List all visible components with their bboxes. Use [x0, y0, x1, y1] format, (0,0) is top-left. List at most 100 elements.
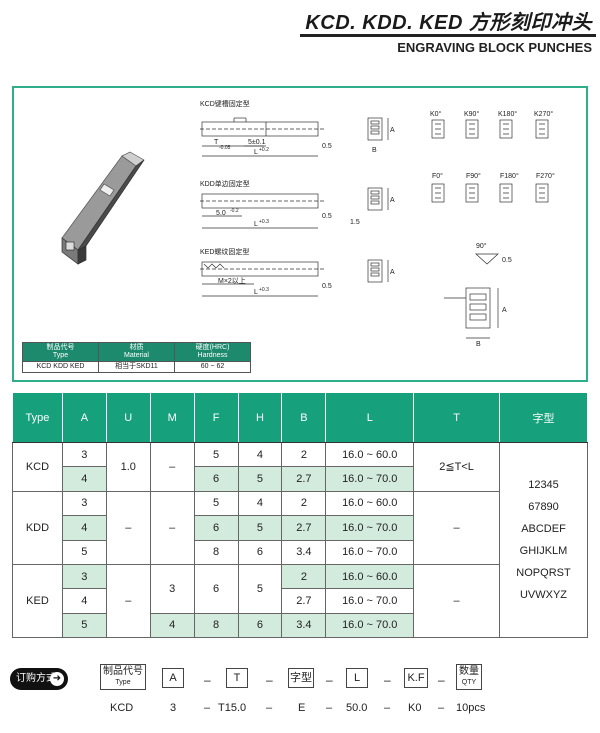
technical-drawing: KCD键槽固定型 T -0.05 5±0.1 L +0.2 0.5 KDD单边固…: [61, 99, 555, 348]
char-line: GHIJKLM: [519, 545, 568, 558]
order-dash: –: [204, 702, 211, 714]
cell-m-ked: 3: [149, 563, 195, 614]
type-cell-kcd: KCD: [12, 442, 63, 492]
spec-table: Type A U M F H B L T 字型 KCD 3 1.0 – 5 4 …: [12, 392, 588, 639]
char-line: 12345: [528, 479, 559, 492]
page-title: KCD. KDD. KED 方形刻印冲头: [305, 12, 592, 34]
orient-k0: K0°: [430, 110, 442, 118]
order-dash: –: [326, 673, 333, 687]
cell-u-kcd: 1.0: [105, 442, 151, 492]
type-cell-ked: KED: [12, 563, 63, 639]
char-line: 67890: [528, 501, 559, 514]
cell-l: 16.0 ~ 70.0: [325, 539, 415, 565]
table-row: KED 3 – 3 6 5 2 16.0 ~ 60.0 –: [12, 563, 588, 639]
orient-k90: K90°: [464, 110, 479, 118]
title-rule: [300, 34, 596, 37]
cell-t-kdd: –: [413, 490, 501, 565]
cell-h-ked: 5: [237, 563, 283, 614]
material-cell-material: 相当于SKD11: [98, 361, 175, 373]
top-05: 0.5: [502, 257, 512, 264]
cell-f: 6: [193, 466, 239, 492]
order-box-type: 制品代号 Type: [100, 664, 146, 690]
cell-t-kcd: 2≦T<L: [413, 442, 501, 492]
example-char: E: [298, 702, 306, 714]
cell-a: 5: [61, 539, 107, 565]
ked-chamfer: 0.5: [322, 283, 332, 290]
cell-l: 16.0 ~ 70.0: [325, 466, 415, 492]
char-line: ABCDEF: [521, 523, 566, 536]
cell-b: 2.7: [281, 588, 327, 614]
cell-a: 3: [61, 441, 107, 468]
kdd-dim-50: 5.0: [216, 210, 226, 217]
kcd-dim-l-tol: +0.2: [259, 147, 269, 153]
cell-l: 16.0 ~ 60.0: [325, 563, 415, 590]
cell-h: 5: [237, 515, 283, 541]
orient-f270: F270°: [536, 172, 555, 180]
order-box-t: T: [226, 668, 248, 688]
example-qty: 10pcs: [456, 702, 486, 714]
kdd-end-dim-15: 1.5: [350, 219, 360, 226]
col-header-type: Type: [12, 392, 63, 443]
cell-u-ked: –: [105, 563, 151, 639]
kdd-dim-50-tol: -0.2: [230, 208, 239, 214]
orientation-k-row: K0° K90° K180° K270°: [430, 110, 553, 139]
ked-label: KED螺纹固定型: [200, 247, 249, 256]
angle-90: 90°: [476, 242, 487, 250]
cell-b: 2: [281, 441, 327, 468]
detail-dim-a: A: [502, 307, 507, 314]
orient-f180: F180°: [500, 172, 519, 180]
cell-h: 5: [237, 466, 283, 492]
cell-a: 3: [61, 490, 107, 517]
cell-a: 3: [61, 563, 107, 590]
kcd-end-view: A B: [367, 117, 395, 154]
cell-u-kdd: –: [105, 490, 151, 565]
example-kf: K0: [408, 702, 422, 714]
cell-b: 2.7: [281, 515, 327, 541]
cell-h: 4: [237, 490, 283, 517]
col-header-char: 字型: [499, 392, 588, 443]
cell-a: 4: [61, 515, 107, 541]
punch-illustration: [61, 151, 145, 265]
char-line: NOPQRST: [516, 567, 571, 580]
cell-f: 5: [193, 490, 239, 517]
cell-b: 3.4: [281, 539, 327, 565]
cell-f: 5: [193, 441, 239, 468]
cell-l: 16.0 ~ 70.0: [325, 515, 415, 541]
kcd-side-view: KCD键槽固定型 T -0.05 5±0.1 L +0.2 0.5: [200, 99, 332, 157]
orient-f90: F90°: [466, 172, 481, 180]
cell-b: 2: [281, 490, 327, 517]
face-detail-view: 90° 0.5 A B: [444, 242, 512, 348]
col-header-m: M: [149, 392, 195, 443]
order-dash: –: [266, 702, 273, 714]
order-badge-label: 订购方式: [16, 673, 56, 684]
table-row: 5 8 6 3.4 16.0 ~ 70.0: [13, 539, 588, 565]
table-row: KCD 3 1.0 – 5 4 2 16.0 ~ 60.0 2≦T<L 1234…: [12, 441, 588, 639]
col-header-f: F: [193, 392, 239, 443]
ked-end-dim-a: A: [390, 269, 395, 276]
material-cell-type: KCD KDD KED: [22, 361, 99, 373]
cell-a: 5: [61, 612, 107, 639]
kcd-chamfer: 0.5: [322, 143, 332, 150]
cell-l: 16.0 ~ 70.0: [325, 588, 415, 614]
order-badge: 订购方式 ➜: [10, 668, 68, 690]
order-box-l: L: [346, 668, 368, 688]
material-cell-hardness: 60 ~ 62: [174, 361, 251, 373]
col-header-a: A: [61, 392, 107, 443]
ked-dim-m: M×2以上: [218, 276, 246, 285]
kcd-dim-l: L: [254, 149, 258, 156]
col-header-h: H: [237, 392, 283, 443]
kcd-dim-t: T: [214, 139, 219, 146]
cell-a: 4: [61, 588, 107, 614]
order-box-qty: 数量 QTY: [456, 664, 482, 690]
table-row: 4 6 5 2.7 16.0 ~ 70.0: [13, 466, 588, 492]
ked-end-view: A: [367, 259, 395, 283]
cell-l: 16.0 ~ 60.0: [325, 441, 415, 468]
order-dash: –: [438, 673, 445, 687]
kcd-label: KCD键槽固定型: [200, 99, 250, 108]
material-header-hardness: 硬度(HRC)Hardness: [174, 342, 251, 362]
cell-h: 6: [237, 612, 283, 639]
kdd-dim-l-tol: +0.3: [259, 219, 269, 225]
cell-b: 2: [281, 563, 327, 590]
col-header-t: T: [413, 392, 501, 443]
